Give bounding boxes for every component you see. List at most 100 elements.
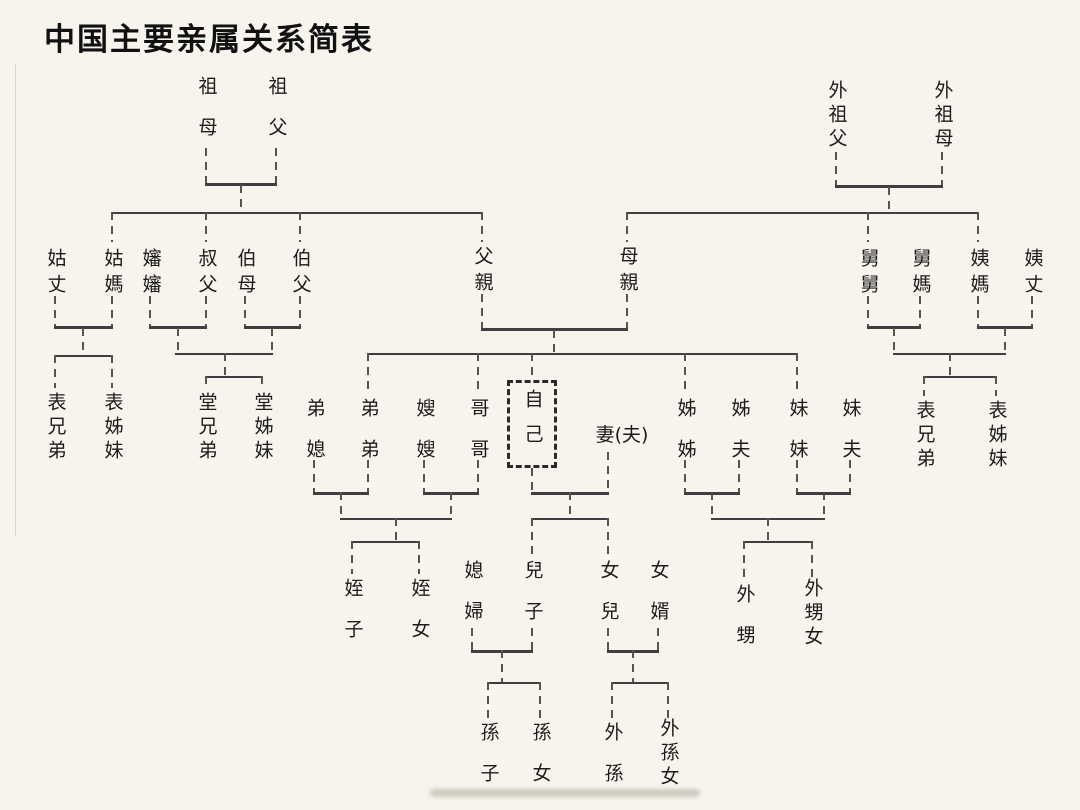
node-xifu: 媳婦 [461,560,484,642]
connector-horizontal [867,326,921,329]
node-meifu: 妹夫 [839,398,862,480]
connector-vertical-dashed [299,296,301,326]
connector-horizontal [743,541,813,543]
connector-vertical-dashed [244,296,246,326]
node-mother: 母親 [616,246,639,298]
connector-vertical-dashed [553,330,555,353]
connector-vertical-dashed [611,682,613,718]
connector-vertical-dashed [607,452,609,492]
connector-vertical-dashed [867,212,869,242]
connector-vertical-dashed [450,492,452,518]
connector-horizontal [149,326,207,329]
connector-vertical-dashed [657,628,659,650]
connector-vertical-dashed [949,353,951,376]
node-jiejie: 姊姊 [674,398,697,480]
connector-vertical-dashed [481,212,483,242]
node-shenshen: 嬸嬸 [139,248,162,300]
connector-vertical-dashed [351,541,353,574]
node-spouse: 妻(夫) [595,424,649,446]
connector-horizontal [367,353,798,355]
node-cousin-sisters-right: 表姊妹 [985,400,1008,472]
connector-vertical-dashed [743,541,745,580]
connector-vertical-dashed [423,460,425,492]
connector-vertical-dashed [893,328,895,353]
connector-vertical-dashed [481,294,483,328]
node-paternal-grandfather: 祖父 [265,76,288,158]
connector-vertical-dashed [205,212,207,242]
connector-vertical-dashed [867,296,869,326]
connector-vertical-dashed [501,650,503,682]
node-yizhang: 姨丈 [1021,248,1044,300]
connector-horizontal [531,518,609,520]
node-jiefu: 姊夫 [728,398,751,480]
connector-vertical-dashed [684,460,686,492]
node-jiujiu: 舅舅 [857,248,880,300]
connector-horizontal [111,212,483,214]
connector-horizontal [351,541,420,543]
connector-horizontal [205,376,263,378]
node-father: 父親 [471,246,494,298]
connector-vertical-dashed [632,650,634,682]
connector-vertical-dashed [313,460,315,492]
connector-vertical-dashed [531,468,533,492]
connector-vertical-dashed [271,328,273,353]
node-guzhang: 姑丈 [44,248,67,300]
connector-vertical-dashed [531,628,533,650]
connector-vertical-dashed [1031,296,1033,326]
node-waishengnv: 外甥女 [801,578,824,650]
node-zhinv: 姪女 [408,578,431,660]
connector-vertical-dashed [888,187,890,212]
node-nvxu: 女婿 [647,560,670,642]
connector-horizontal [481,328,628,331]
connector-vertical-dashed [607,518,609,556]
connector-vertical-dashed [796,460,798,492]
connector-horizontal [487,682,541,684]
node-gege: 哥哥 [467,398,490,480]
connector-vertical-dashed [367,353,369,392]
node-tang-brothers: 堂兄弟 [195,392,218,464]
node-jiuma: 舅媽 [909,248,932,300]
connector-vertical-dashed [418,541,420,574]
connector-vertical-dashed [205,376,207,390]
connector-vertical-dashed [82,328,84,355]
connector-vertical-dashed [849,460,851,492]
connector-vertical-dashed [224,353,226,376]
node-shufu: 叔父 [195,248,218,300]
connector-vertical-dashed [240,185,242,212]
connector-vertical-dashed [684,353,686,392]
connector-horizontal [611,682,669,684]
node-bomu: 伯母 [234,248,257,300]
connector-vertical-dashed [531,353,533,380]
connector-vertical-dashed [111,355,113,388]
connector-vertical-dashed [835,152,837,185]
connector-vertical-dashed [1004,328,1006,353]
connector-vertical-dashed [811,541,813,580]
node-cousin-brothers-right: 表兄弟 [913,400,936,472]
connector-horizontal [54,355,113,357]
connector-vertical-dashed [340,492,342,518]
node-sunzi: 孫子 [477,722,500,804]
node-saosao: 嫂嫂 [413,398,436,480]
connector-vertical-dashed [626,294,628,328]
connector-horizontal [835,185,943,188]
connector-vertical-dashed [487,682,489,718]
connector-vertical-dashed [796,353,798,392]
connector-vertical-dashed [977,296,979,326]
node-yima: 姨媽 [967,248,990,300]
node-waisunnv: 外孫女 [657,718,680,790]
node-bofu: 伯父 [289,248,312,300]
scan-artifact-bottom-edge [430,789,700,797]
connector-vertical-dashed [367,460,369,492]
connector-vertical-dashed [149,296,151,326]
chart-title: 中国主要亲属关系简表 [44,22,374,58]
connector-vertical-dashed [626,212,628,242]
connector-vertical-dashed [995,376,997,396]
connector-vertical-dashed [607,628,609,650]
connector-vertical-dashed [205,296,207,326]
connector-vertical-dashed [767,518,769,540]
node-nver: 女兒 [597,560,620,642]
connector-vertical-dashed [919,296,921,326]
node-guma: 姑媽 [101,248,124,300]
scan-artifact-left-edge [15,64,16,536]
